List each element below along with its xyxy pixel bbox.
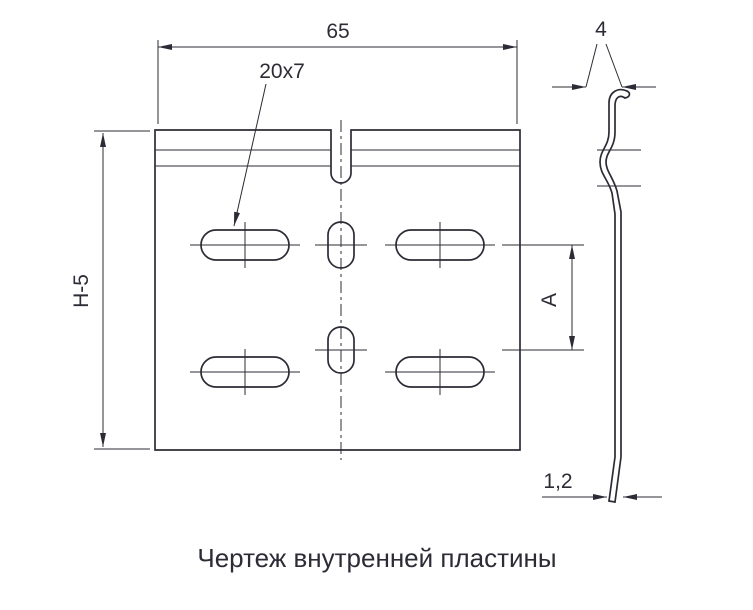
side-view (597, 88, 641, 503)
profile-inner-edge (605, 95, 626, 503)
front-view (154, 120, 521, 460)
slot-size-callout: 20х7 (233, 60, 305, 227)
hook-depth-label: 4 (595, 18, 607, 41)
dimension-row-spacing: А (502, 244, 584, 351)
width-dimension-label: 65 (326, 20, 349, 43)
slot-size-label: 20х7 (259, 60, 305, 83)
height-dimension-label: Н-5 (70, 274, 93, 308)
dimension-thickness: 1,2 (542, 470, 662, 500)
slot-size-leader-line (233, 83, 267, 227)
hook-extension-left (585, 43, 598, 88)
dimension-height: Н-5 (70, 130, 150, 450)
thickness-label: 1,2 (543, 470, 572, 493)
plate-outline (154, 129, 521, 451)
dimension-hook-depth: 4 (552, 18, 656, 90)
drawing-caption: Чертеж внутренней пластины (197, 543, 556, 573)
profile-hook-tip (624, 90, 631, 99)
spacing-dimension-label: А (538, 293, 561, 307)
profile-outer-edge (599, 88, 628, 502)
dimension-width: 65 (157, 20, 518, 124)
profile-bottom-end (608, 500, 616, 503)
hook-extension-right (605, 43, 623, 88)
